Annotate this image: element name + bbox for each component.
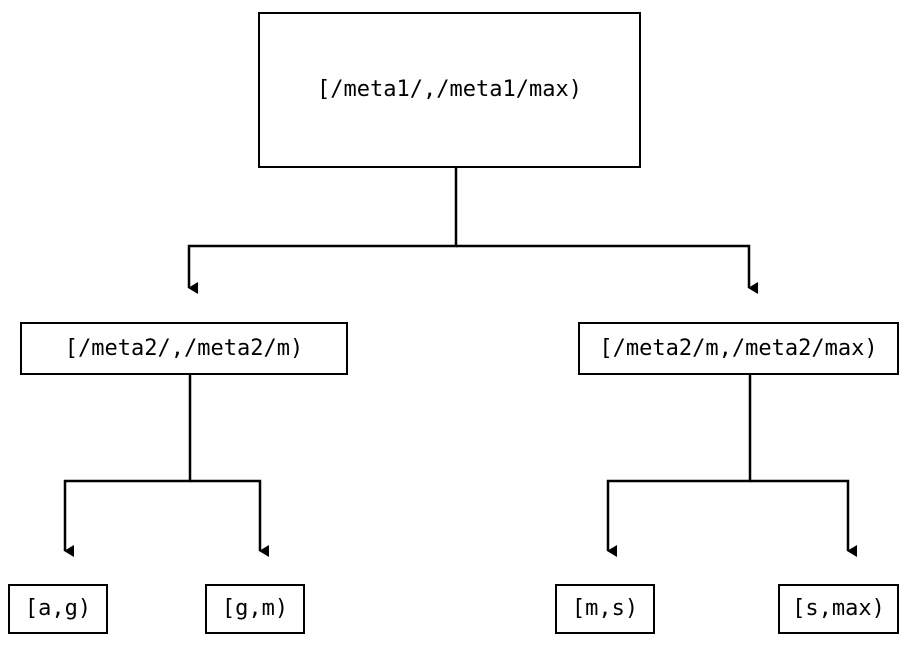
tree-node-leaf-m-s-label: [m,s) bbox=[571, 596, 639, 621]
tree-node-mid-right-label: [/meta2/m,/meta2/max) bbox=[599, 335, 878, 361]
tree-node-root-label: [/meta1/,/meta1/max) bbox=[317, 77, 582, 102]
edge-mid-right-to-leaf-m-s bbox=[606, 375, 752, 557]
tree-node-leaf-a-g[interactable]: [a,g) bbox=[8, 584, 108, 634]
edge-root-to-mid-right bbox=[456, 244, 758, 294]
tree-node-mid-right[interactable]: [/meta2/m,/meta2/max) bbox=[578, 322, 899, 375]
edge-mid-right-to-leaf-s-max bbox=[750, 479, 857, 557]
tree-node-leaf-g-m[interactable]: [g,m) bbox=[205, 584, 305, 634]
tree-node-mid-left-label: [/meta2/,/meta2/m) bbox=[64, 335, 304, 361]
edge-mid-left-to-leaf-a-g bbox=[63, 375, 192, 557]
tree-node-leaf-a-g-label: [a,g) bbox=[24, 596, 92, 621]
edge-mid-left-to-leaf-g-m bbox=[190, 479, 269, 557]
tree-node-mid-left[interactable]: [/meta2/,/meta2/m) bbox=[20, 322, 348, 375]
edge-root-to-mid-left bbox=[187, 168, 458, 294]
tree-node-leaf-s-max[interactable]: [s,max) bbox=[778, 584, 899, 634]
tree-node-leaf-m-s[interactable]: [m,s) bbox=[555, 584, 655, 634]
tree-node-leaf-g-m-label: [g,m) bbox=[221, 596, 289, 621]
tree-node-root[interactable]: [/meta1/,/meta1/max) bbox=[258, 12, 641, 168]
tree-node-leaf-s-max-label: [s,max) bbox=[792, 596, 885, 621]
